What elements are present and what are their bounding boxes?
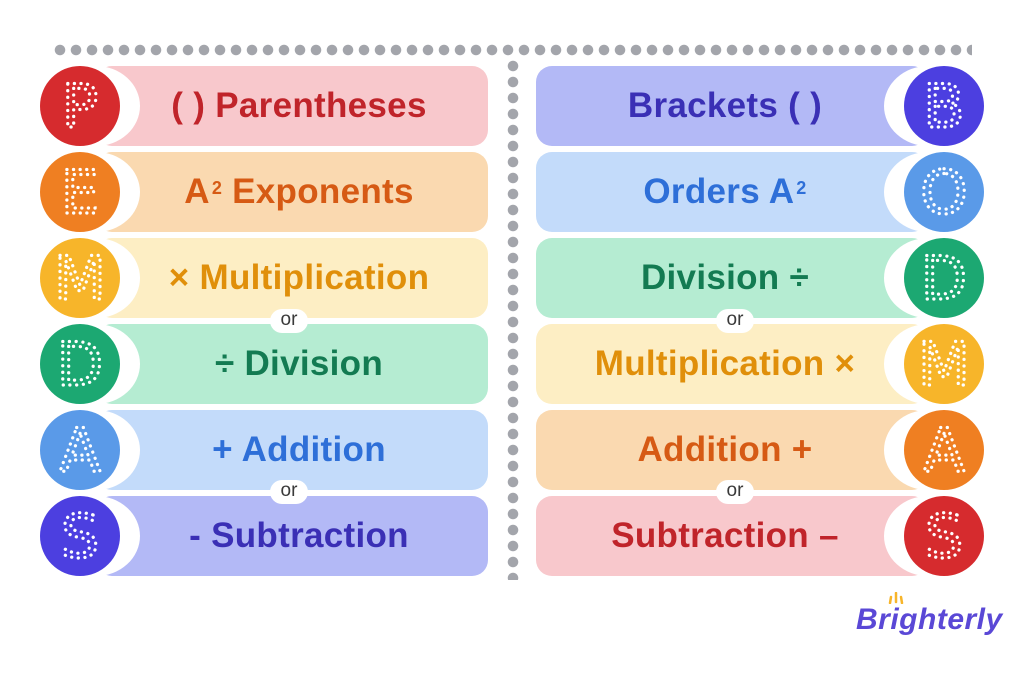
step-label: Brackets ( ) (627, 86, 823, 125)
or-connector-left-2: or (270, 480, 308, 504)
pemdas-row-d-3: ÷ Division D (0, 324, 490, 404)
step-label: × Multiplication (168, 258, 430, 297)
letter-badge-b: B (904, 66, 984, 146)
step-label-bar: + Addition (96, 410, 488, 490)
dotted-letter: B (923, 72, 964, 142)
dotted-letter: D (57, 330, 103, 400)
step-label: Orders A (643, 172, 795, 211)
step-label-bar: Addition + (536, 410, 928, 490)
dotted-letter: P (62, 72, 98, 142)
dotted-letter: S (61, 502, 99, 572)
bodmas-row-a-4: Addition + A (536, 410, 986, 490)
letter-badge-a: A (904, 410, 984, 490)
superscript: 2 (211, 177, 223, 198)
step-label: A (184, 172, 210, 211)
letter-badge-s: S (904, 496, 984, 576)
letter-badge-d: D (40, 324, 120, 404)
step-label: - Subtraction (189, 516, 409, 555)
step-label-bar: - Subtraction (96, 496, 488, 576)
bodmas-row-s-5: Subtraction – S (536, 496, 986, 576)
bodmas-row-d-2: Division ÷ D (536, 238, 986, 318)
dotted-top-divider (52, 44, 972, 56)
letter-badge-d: D (904, 238, 984, 318)
step-label: ÷ Division (214, 344, 384, 383)
step-label-bar: Multiplication × (536, 324, 928, 404)
bodmas-row-m-3: Multiplication × M (536, 324, 986, 404)
step-label-bar: Brackets ( ) (536, 66, 928, 146)
dotted-letter: M (918, 330, 970, 400)
dotted-letter: O (920, 158, 967, 228)
step-label-bar: Subtraction – (536, 496, 928, 576)
letter-badge-s: S (40, 496, 120, 576)
step-label: Addition + (637, 430, 813, 469)
step-label-bar: ÷ Division (96, 324, 488, 404)
or-connector-left-1: or (270, 309, 308, 333)
brighterly-logo: Brighterly (856, 603, 1003, 636)
dotted-letter: E (61, 158, 99, 228)
step-label: Subtraction – (611, 516, 839, 555)
dotted-center-divider (507, 58, 519, 580)
or-connector-right-1: or (716, 309, 754, 333)
letter-badge-o: O (904, 152, 984, 232)
dotted-letter: S (925, 502, 963, 572)
sun-icon (888, 592, 904, 604)
or-connector-right-2: or (716, 480, 754, 504)
letter-badge-a: A (40, 410, 120, 490)
step-label-bar: ( ) Parentheses (96, 66, 488, 146)
pemdas-row-s-5: - Subtraction S (0, 496, 490, 576)
superscript: 2 (796, 177, 807, 198)
pemdas-row-m-2: × Multiplication M (0, 238, 490, 318)
letter-badge-p: P (40, 66, 120, 146)
letter-badge-m: M (40, 238, 120, 318)
step-label: + Addition (212, 430, 386, 469)
step-label: Division ÷ (640, 258, 810, 297)
bodmas-row-b-0: Brackets ( ) B (536, 66, 986, 146)
step-label: Multiplication × (594, 344, 856, 383)
dotted-letter: D (921, 244, 967, 314)
pemdas-row-p-0: ( ) Parentheses P (0, 66, 490, 146)
pemdas-row-a-4: + Addition A (0, 410, 490, 490)
letter-badge-e: E (40, 152, 120, 232)
step-label: ( ) Parentheses (171, 86, 427, 125)
dotted-letter: A (59, 416, 100, 486)
dotted-letter: A (923, 416, 964, 486)
dotted-letter: M (54, 244, 106, 314)
step-label-suffix: Exponents (222, 172, 414, 211)
step-label-bar: × Multiplication (96, 238, 488, 318)
letter-badge-m: M (904, 324, 984, 404)
step-label-bar: Division ÷ (536, 238, 928, 318)
